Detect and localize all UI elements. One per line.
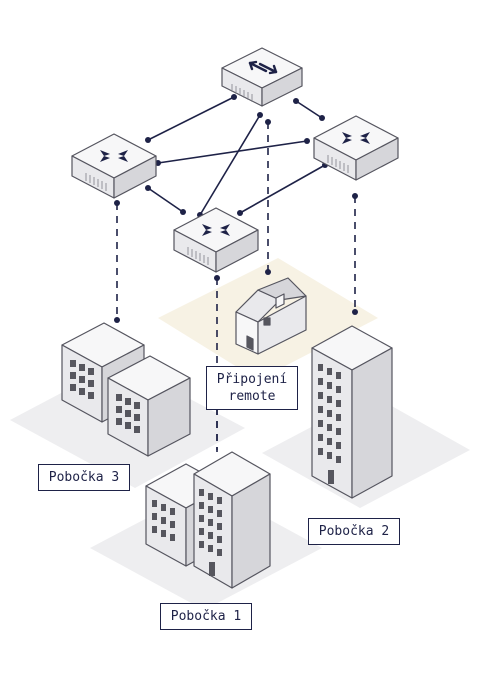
dot bbox=[145, 185, 151, 191]
label-remote: Připojení remote bbox=[206, 366, 298, 410]
link-dots bbox=[114, 94, 358, 323]
label-branch3: Pobočka 3 bbox=[38, 464, 130, 491]
dot bbox=[237, 210, 243, 216]
branch1-buildings bbox=[145, 451, 271, 589]
dot bbox=[319, 115, 325, 121]
link-top-right bbox=[295, 100, 323, 119]
link-top-left bbox=[147, 96, 235, 141]
dot bbox=[180, 209, 186, 215]
dot bbox=[265, 269, 271, 275]
dot bbox=[352, 193, 358, 199]
dot bbox=[293, 98, 299, 104]
branch2-tower bbox=[311, 325, 393, 499]
dot bbox=[231, 94, 237, 100]
router-right bbox=[313, 115, 399, 181]
dot bbox=[114, 200, 120, 206]
core-device-top bbox=[221, 47, 303, 107]
device-links bbox=[147, 96, 326, 216]
dot bbox=[114, 317, 120, 323]
link-left-right bbox=[157, 140, 308, 164]
dot bbox=[145, 137, 151, 143]
dot bbox=[214, 275, 220, 281]
network-devices bbox=[71, 47, 399, 273]
branch3-buildings bbox=[61, 322, 191, 457]
dot bbox=[265, 119, 271, 125]
router-arrows-icon bbox=[342, 132, 370, 144]
dot bbox=[257, 112, 263, 118]
bidirectional-arrows-icon bbox=[248, 60, 278, 75]
dot bbox=[304, 138, 310, 144]
dot bbox=[352, 309, 358, 315]
link-top-center bbox=[199, 114, 261, 216]
router-center bbox=[173, 207, 259, 273]
drop-lines bbox=[116, 122, 356, 452]
remote-house bbox=[235, 277, 307, 355]
link-right-center bbox=[239, 164, 326, 214]
link-left-center bbox=[147, 187, 184, 213]
router-arrows-icon bbox=[202, 224, 230, 236]
router-left bbox=[71, 133, 157, 199]
label-branch2: Pobočka 2 bbox=[308, 518, 400, 545]
router-arrows-icon bbox=[100, 150, 128, 162]
label-branch1: Pobočka 1 bbox=[160, 603, 252, 630]
building-b1-front bbox=[193, 451, 271, 589]
building-b3-front bbox=[107, 355, 191, 457]
